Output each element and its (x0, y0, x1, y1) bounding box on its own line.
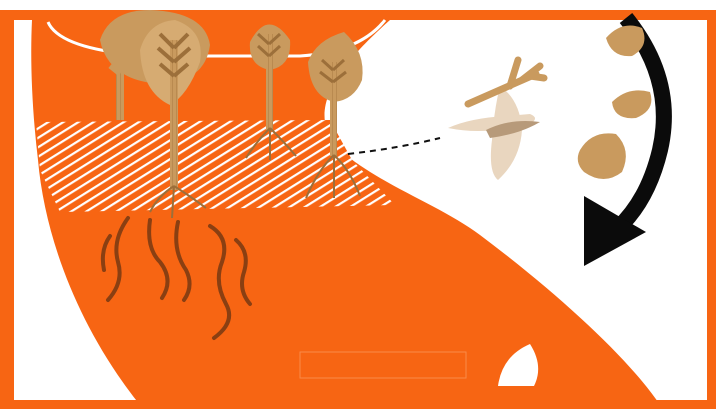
right-bar (707, 10, 716, 405)
left-bar (0, 10, 14, 405)
top-bar (0, 10, 716, 20)
